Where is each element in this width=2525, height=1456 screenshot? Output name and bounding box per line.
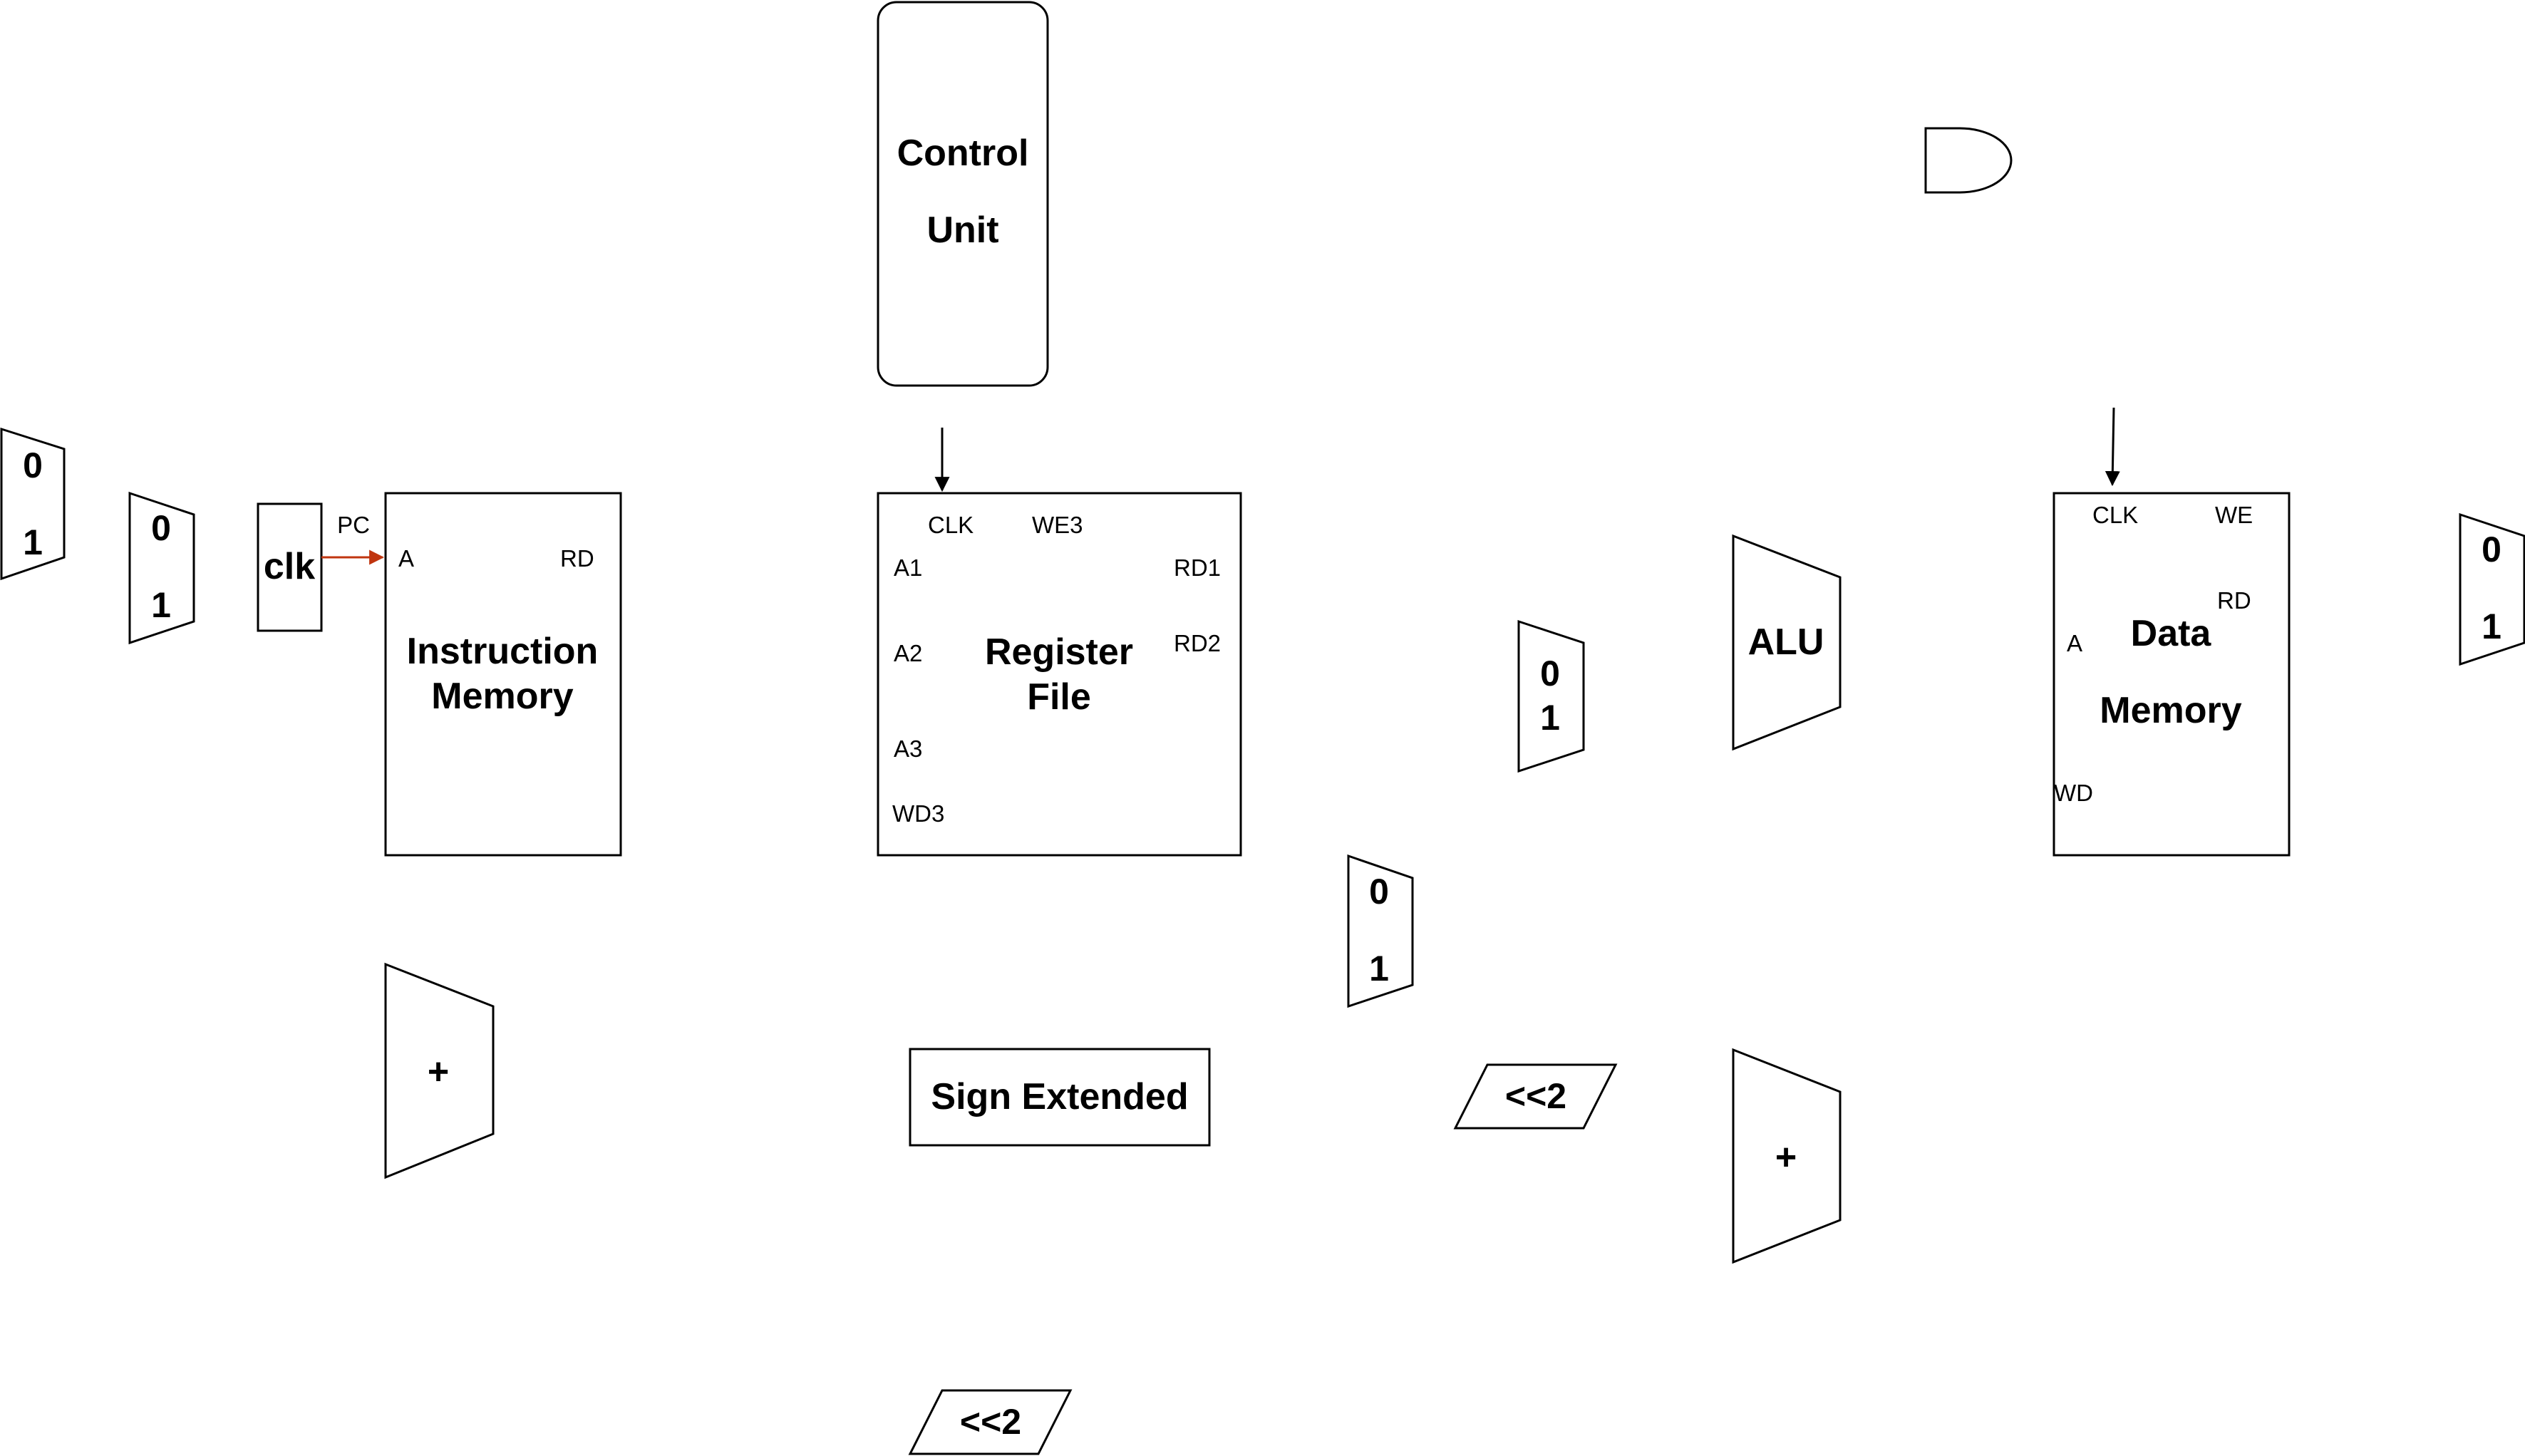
instruction-memory-port-rd: RD (560, 545, 594, 572)
alu-label: ALU (1748, 621, 1824, 663)
pc-register: clk (257, 502, 323, 632)
mux-alu-src-input-0: 0 (1540, 654, 1560, 693)
data-memory-port-wd: WD (2054, 780, 2093, 806)
control-unit-label-1: Control (897, 133, 1029, 174)
and-gate (1924, 127, 2013, 194)
register-file-port-we3: WE3 (1032, 512, 1083, 538)
branch-shifter: <<2 (1453, 1063, 1618, 1130)
data-memory-label-2: Memory (2100, 690, 2241, 731)
register-file-port-rd1: RD1 (1174, 554, 1221, 581)
alu: ALU (1732, 534, 1842, 751)
data-memory-port-clk: CLK (2092, 502, 2138, 528)
data-memory-port-rd: RD (2217, 587, 2251, 614)
data-memory: CLK WE RD A WD Data Memory (2052, 492, 2291, 857)
data-memory-clk-arrow (2105, 407, 2120, 487)
sign-extend: Sign Extended (909, 1048, 1211, 1147)
control-unit: Control Unit (877, 1, 1049, 387)
mux-right-input-0: 0 (2482, 530, 2501, 569)
mux-alu-src-input-1: 1 (1540, 698, 1560, 738)
pc-adder: + (384, 962, 495, 1179)
branch-adder-symbol: + (1775, 1137, 1797, 1178)
mux-left: 0 1 (128, 491, 195, 645)
register-file-port-clk: CLK (928, 512, 974, 538)
register-file: CLK WE3 A1 A2 A3 WD3 RD1 RD2 Register Fi… (877, 492, 1242, 857)
register-file-port-a3: A3 (894, 735, 922, 762)
sign-extend-label: Sign Extended (931, 1076, 1188, 1117)
pc-label: PC (337, 512, 370, 538)
data-memory-port-we: WE (2215, 502, 2253, 528)
instruction-memory-label-1: Instruction (407, 631, 599, 672)
data-memory-label-1: Data (2131, 613, 2212, 654)
branch-adder: + (1732, 1048, 1842, 1264)
pc-adder-symbol: + (428, 1051, 449, 1093)
mux-alu-src: 0 1 (1517, 619, 1585, 773)
mux-reg-dst-input-1: 1 (1369, 949, 1389, 988)
mux-left-input-0: 0 (151, 508, 171, 548)
branch-shifter-label: <<2 (1505, 1076, 1566, 1116)
register-file-label-1: Register (985, 631, 1133, 673)
data-memory-port-a: A (2067, 630, 2082, 656)
instruction-memory-label-2: Memory (431, 676, 573, 717)
instruction-memory-port-a: A (398, 545, 414, 572)
register-file-port-rd2: RD2 (1174, 630, 1221, 656)
mux-right: 0 1 (2459, 512, 2525, 666)
mux-far-left-input-1: 1 (23, 522, 43, 562)
instruction-memory: A RD Instruction Memory (384, 492, 622, 857)
jump-shifter-label: <<2 (960, 1402, 1021, 1442)
mux-reg-dst: 0 1 (1347, 854, 1414, 1008)
register-file-port-wd3: WD3 (892, 800, 944, 827)
register-file-port-a1: A1 (894, 554, 922, 581)
mux-right-input-1: 1 (2482, 606, 2501, 646)
clk-label: clk (264, 546, 315, 587)
register-file-port-a2: A2 (894, 640, 922, 666)
jump-shifter: <<2 (908, 1389, 1073, 1455)
mux-far-left-input-0: 0 (23, 445, 43, 485)
mux-left-input-1: 1 (151, 585, 171, 625)
mux-far-left: 0 1 (0, 427, 66, 581)
control-unit-label-2: Unit (926, 210, 998, 251)
register-file-label-2: File (1027, 676, 1091, 718)
mux-reg-dst-input-0: 0 (1369, 872, 1389, 912)
